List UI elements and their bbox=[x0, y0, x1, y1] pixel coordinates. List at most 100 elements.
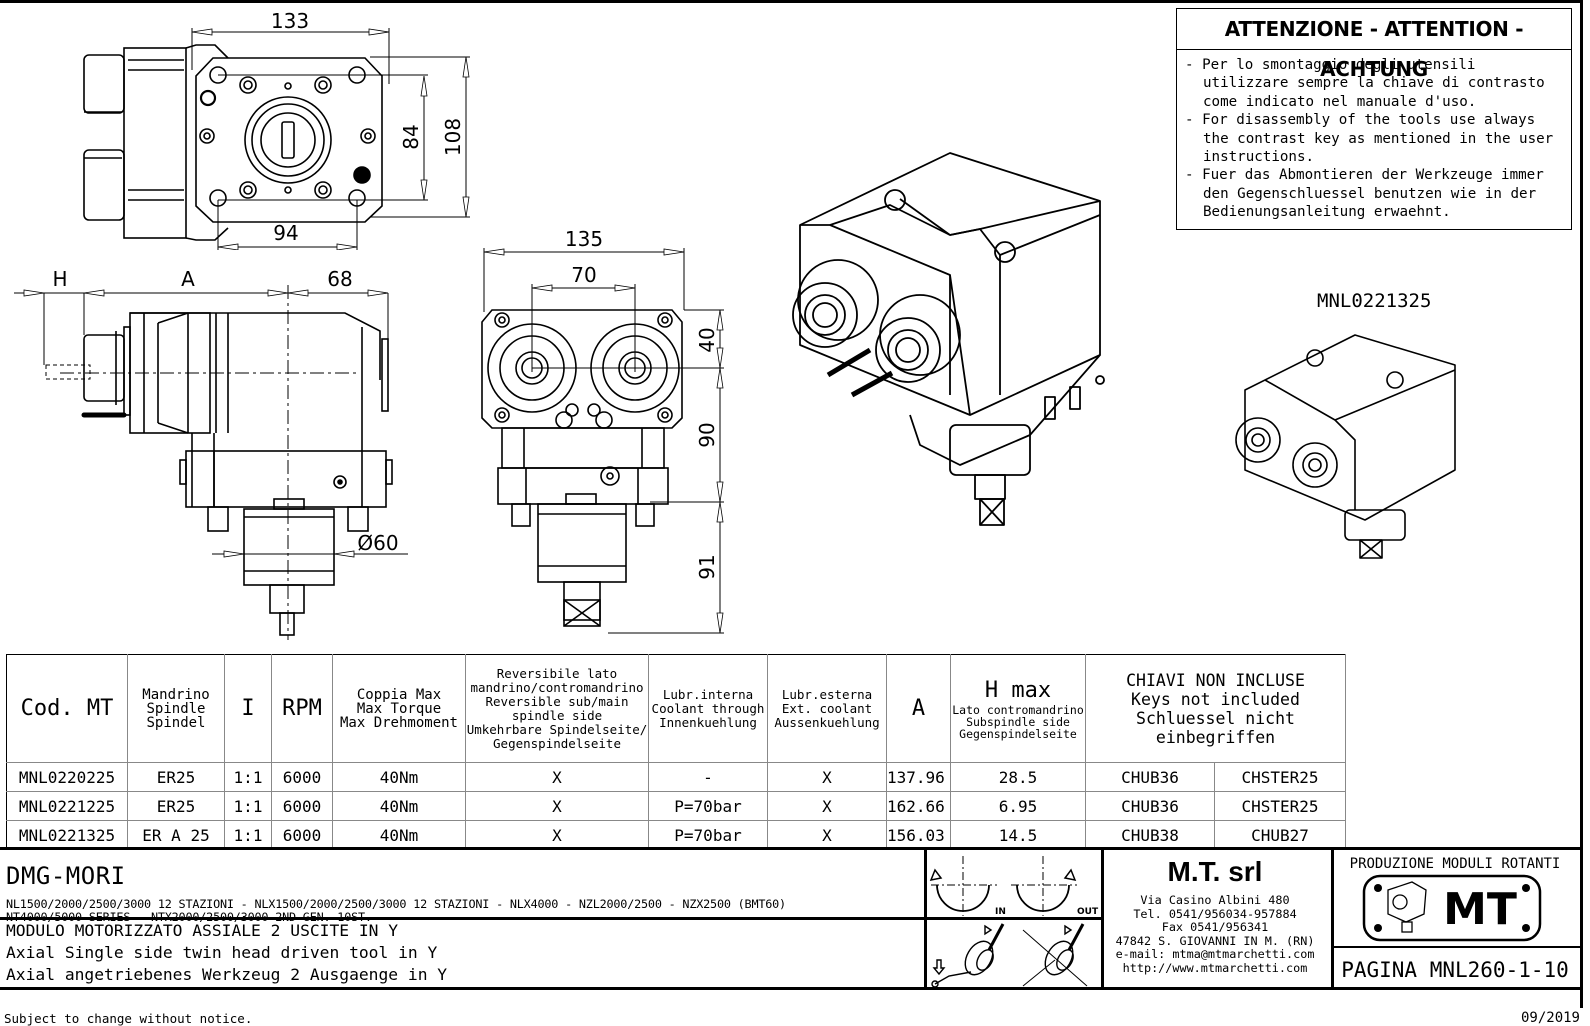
wrench-usage-icons bbox=[931, 923, 1088, 987]
table-row: MNL0220225 ER25 1:1 6000 40Nm X - X 137.… bbox=[6, 762, 1346, 792]
rotation-direction-icons: IN OUT bbox=[929, 856, 1099, 917]
description-en: Axial Single side twin head driven tool … bbox=[6, 943, 438, 962]
top-view-drawing: 133 94 84 108 bbox=[83, 9, 470, 250]
base-block-front bbox=[497, 467, 669, 505]
cell-key1: CHUB36 bbox=[1085, 762, 1215, 792]
production-label: PRODUZIONE MODULI ROTANTI bbox=[1349, 856, 1561, 872]
header-spindle-en: Spindle bbox=[146, 700, 206, 717]
title-block-mid-rule bbox=[0, 917, 1103, 920]
header-hmax-de: Gegenspindelseite bbox=[959, 726, 1077, 741]
header-coolant-ext: Lubr.esterna Ext. coolant Aussenkuehlung bbox=[767, 654, 887, 763]
cell-spindle: ER25 bbox=[127, 791, 225, 821]
header-reversible-l1: Reversibile lato bbox=[496, 665, 618, 681]
header-spindle: Mandrino Spindle Spindel bbox=[127, 654, 225, 763]
compat-line-2: NT4000/5000 SERIES - NTX2000/2500/3000 2… bbox=[6, 910, 372, 924]
cell-hmax: 6.95 bbox=[950, 791, 1086, 821]
cell-reversible: X bbox=[465, 762, 649, 792]
isometric-view-large bbox=[792, 152, 1105, 526]
warning-item-it: Per lo smontaggio degli utensili utilizz… bbox=[1185, 56, 1567, 111]
dim-h: H bbox=[52, 267, 67, 291]
cell-ratio: 1:1 bbox=[224, 762, 272, 792]
cell-spindle: ER25 bbox=[127, 762, 225, 792]
dim-a: A bbox=[181, 267, 195, 291]
cell-key2: CHSTER25 bbox=[1214, 762, 1346, 792]
page-id: PAGINA MNL260-1-10 bbox=[1341, 958, 1569, 982]
warning-item-en: For disassembly of the tools use always … bbox=[1185, 111, 1567, 166]
header-coolant-ext-it: Lubr.esterna bbox=[781, 686, 873, 702]
cell-reversible: X bbox=[465, 791, 649, 821]
description-de: Axial angetriebenes Werkzeug 2 Ausgaenge… bbox=[6, 965, 448, 984]
front-view-drawing: 135 70 40 90 91 bbox=[481, 227, 724, 634]
header-reversible-l5: Umkehrbare Spindelseite/ bbox=[466, 721, 648, 737]
title-block-page-rule bbox=[1331, 946, 1583, 948]
logo-text: MT bbox=[1443, 884, 1517, 935]
cell-torque: 40Nm bbox=[332, 820, 466, 850]
header-keys-en: Keys not included bbox=[1131, 689, 1300, 709]
header-reversible-l2: mandrino/contromandrino bbox=[470, 679, 644, 695]
cell-key2: CHSTER25 bbox=[1214, 791, 1346, 821]
cell-rpm: 6000 bbox=[271, 791, 333, 821]
header-coolant-int-en: Coolant through bbox=[651, 700, 765, 716]
description-it: MODULO MOTORIZZATO ASSIALE 2 USCITE IN Y bbox=[6, 921, 399, 940]
header-coolant-int-de: Innenkuehlung bbox=[659, 714, 757, 730]
cell-a: 156.03 bbox=[886, 820, 951, 850]
cell-coolant-ext: X bbox=[767, 791, 887, 821]
dim-90: 90 bbox=[695, 422, 719, 447]
header-coolant-ext-en: Ext. coolant bbox=[781, 700, 873, 716]
title-block-top-rule bbox=[0, 847, 1583, 850]
header-spindle-it: Mandrino bbox=[142, 686, 210, 703]
cell-a: 162.66 bbox=[886, 791, 951, 821]
dim-68: 68 bbox=[327, 267, 352, 291]
header-reversible-l3: Reversible sub/main bbox=[485, 693, 629, 709]
header-torque-de: Max Drehmoment bbox=[339, 714, 458, 731]
address-web: http://www.mtmarchetti.com bbox=[1122, 960, 1308, 975]
iso-small-body bbox=[1244, 334, 1456, 521]
header-hmax: H max Lato contromandrino Subspindle sid… bbox=[950, 654, 1086, 763]
title-block-divider-1 bbox=[924, 849, 927, 988]
title-block-bottom-rule bbox=[0, 987, 1583, 990]
change-notice: Subject to change without notice. bbox=[4, 1011, 253, 1026]
title-block-divider-3 bbox=[1331, 849, 1334, 988]
dim-133: 133 bbox=[271, 9, 309, 33]
address-tel: Tel. 0541/956034-957884 bbox=[1133, 906, 1297, 921]
header-hmax-title: H max bbox=[984, 677, 1052, 703]
logo-tool-icon bbox=[1387, 881, 1427, 933]
cell-hmax: 28.5 bbox=[950, 762, 1086, 792]
address-email: e-mail: mtma@mtmarchetti.com bbox=[1115, 947, 1315, 961]
table-row: MNL0221225 ER25 1:1 6000 40Nm X P=70bar … bbox=[6, 791, 1346, 821]
address-fax: Fax 0541/956341 bbox=[1161, 920, 1269, 934]
shank-60 bbox=[243, 508, 335, 586]
rotation-in-label: IN bbox=[995, 907, 1006, 917]
collet-upper bbox=[83, 54, 125, 114]
table-row: MNL0221325 ER A 25 1:1 6000 40Nm X P=70b… bbox=[6, 820, 1346, 850]
header-keys-it: CHIAVI NON INCLUSE bbox=[1126, 670, 1305, 690]
mt-logo: MT bbox=[1362, 874, 1542, 942]
header-hmax-it: Lato contromandrino bbox=[952, 702, 1084, 717]
header-ratio: I bbox=[224, 654, 272, 763]
cell-key2: CHUB27 bbox=[1214, 820, 1346, 850]
revision-date: 09/2019 bbox=[1520, 1010, 1580, 1026]
warning-list: Per lo smontaggio degli utensili utilizz… bbox=[1177, 50, 1571, 222]
cell-hmax: 14.5 bbox=[950, 820, 1086, 850]
isometric-view-small bbox=[1235, 334, 1456, 559]
dim-40: 40 bbox=[695, 327, 719, 352]
dim-91: 91 bbox=[695, 554, 719, 579]
motor-housing bbox=[123, 47, 187, 239]
warning-item-de: Fuer das Abmontieren der Werkzeuge immer… bbox=[1185, 166, 1567, 221]
title-block-divider-2 bbox=[1101, 849, 1104, 988]
header-torque: Coppia Max Max Torque Max Drehmoment bbox=[332, 654, 466, 763]
collet-nut bbox=[83, 334, 125, 402]
address-street: Via Casino Albini 480 bbox=[1140, 893, 1290, 907]
header-hmax-en: Subspindle side bbox=[966, 714, 1070, 729]
header-a: A bbox=[886, 654, 951, 763]
header-torque-en: Max Torque bbox=[356, 700, 442, 717]
cell-coolant-ext: X bbox=[767, 762, 887, 792]
warning-box: ATTENZIONE - ATTENTION - ACHTUNG Per lo … bbox=[1176, 8, 1572, 230]
cell-spindle: ER A 25 bbox=[127, 820, 225, 850]
header-coolant-ext-de: Aussenkuehlung bbox=[774, 714, 880, 730]
cell-a: 137.96 bbox=[886, 762, 951, 792]
header-spindle-de: Spindel bbox=[146, 714, 206, 731]
dim-70: 70 bbox=[571, 263, 596, 287]
table-header-row: Cod. MT Mandrino Spindle Spindel I RPM C… bbox=[6, 654, 1346, 763]
cell-torque: 40Nm bbox=[332, 762, 466, 792]
